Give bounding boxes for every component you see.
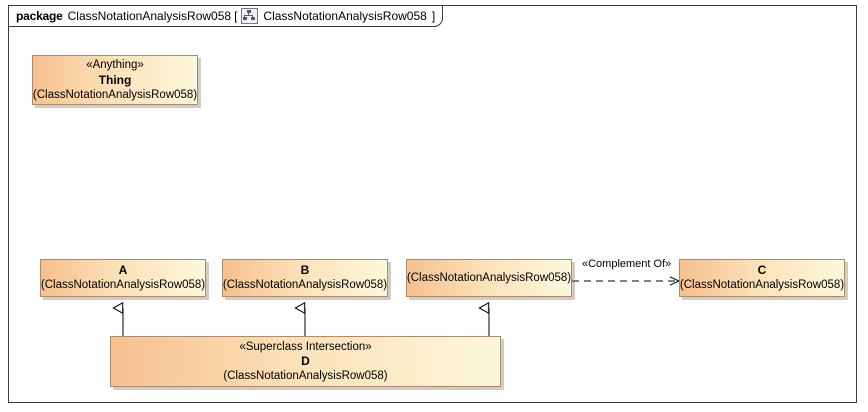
class-box-a[interactable]: A (ClassNotationAnalysisRow058) <box>40 259 206 297</box>
class-name: D <box>301 354 310 368</box>
class-box-unnamed[interactable]: (ClassNotationAnalysisRow058) <box>406 259 572 297</box>
diagram-name: ClassNotationAnalysisRow058 <box>263 9 427 23</box>
class-qualifier: (ClassNotationAnalysisRow058) <box>222 279 388 292</box>
class-diagram-icon <box>241 8 259 24</box>
package-name: ClassNotationAnalysisRow058 <box>67 9 232 23</box>
bracket-close: ] <box>431 9 436 23</box>
package-frame-header: package ClassNotationAnalysisRow058 [ Cl… <box>8 5 444 27</box>
class-box-d[interactable]: «Superclass Intersection» D (ClassNotati… <box>110 336 501 387</box>
class-box-c[interactable]: C (ClassNotationAnalysisRow058) <box>679 259 845 297</box>
class-box-b[interactable]: B (ClassNotationAnalysisRow058) <box>222 259 388 297</box>
class-name: Thing <box>98 72 132 87</box>
class-name: B <box>300 263 310 278</box>
class-qualifier: (ClassNotationAnalysisRow058) <box>223 370 388 382</box>
bracket-open: [ <box>234 9 238 23</box>
class-qualifier: (ClassNotationAnalysisRow058) <box>679 279 845 292</box>
class-qualifier: (ClassNotationAnalysisRow058) <box>406 271 572 284</box>
package-keyword: package <box>16 9 63 23</box>
class-box-thing[interactable]: «Anything» Thing (ClassNotationAnalysisR… <box>32 55 198 105</box>
class-qualifier: (ClassNotationAnalysisRow058) <box>40 279 206 292</box>
class-name: C <box>757 263 767 278</box>
class-stereotype: «Superclass Intersection» <box>239 340 372 353</box>
class-stereotype: «Anything» <box>86 59 144 72</box>
dependency-label-complement-of: «Complement Of» <box>582 258 672 270</box>
class-qualifier: (ClassNotationAnalysisRow058) <box>32 88 198 101</box>
class-name: A <box>118 263 128 278</box>
